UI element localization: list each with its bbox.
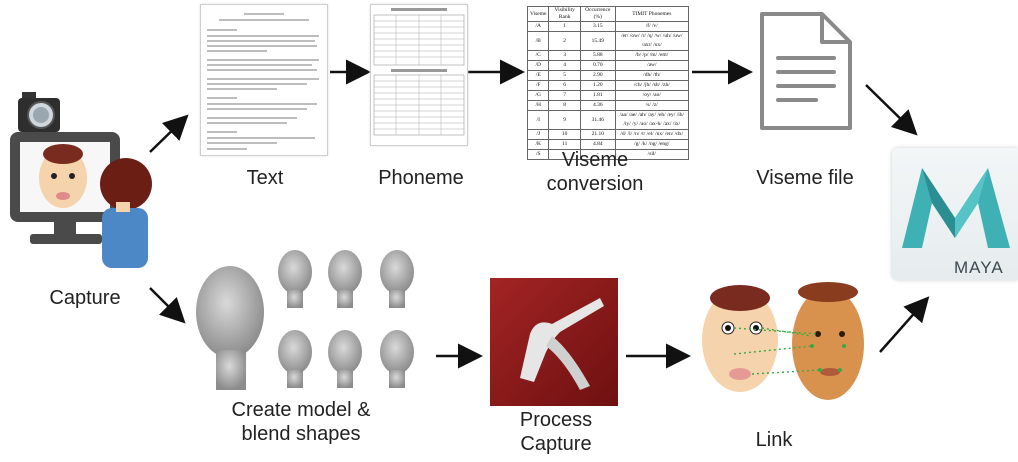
- viseme-table-cell: 3: [548, 50, 581, 61]
- file-icon: [760, 12, 852, 130]
- capture-label: Capture: [49, 287, 121, 309]
- create-model-line2: blend shapes: [241, 423, 361, 445]
- viseme-table-cell: 1.81: [579, 90, 616, 101]
- link-lines: [733, 327, 821, 375]
- viseme-table-row: /S--/sil/: [526, 149, 690, 160]
- process-capture-line1: Process: [519, 409, 593, 431]
- viseme-table-cell: 31.46: [579, 110, 616, 130]
- arrow-capture-to-model: [149, 287, 186, 324]
- viseme-table-cell: /s/ /z/: [614, 100, 690, 111]
- maya-wordmark: MAYA: [954, 258, 1004, 277]
- arrow-link-to-maya: [879, 296, 930, 353]
- link-label: Link: [755, 429, 793, 451]
- person-icon: [100, 158, 152, 268]
- process-capture-label: Process Capture: [496, 408, 616, 456]
- viseme-conversion-label: Viseme conversion: [530, 148, 660, 196]
- viseme-table-cell: /E: [526, 70, 550, 81]
- create-model-label: Create model & blend shapes: [196, 398, 406, 446]
- phoneme-table-thumbnail: [370, 4, 468, 146]
- header-visibility-rank: Visibility Rank: [548, 6, 581, 22]
- viseme-table-cell: /C: [526, 50, 550, 61]
- maya-m-icon: [902, 168, 1010, 248]
- header-occurrence: Occurrence (%): [579, 6, 616, 22]
- blend-shape-heads: [278, 250, 414, 388]
- viseme-table-cell: /oy/ /ao/: [614, 90, 690, 101]
- arrow-file-to-maya: [865, 84, 918, 136]
- cartoon-face-icon: [39, 144, 87, 208]
- viseme-table-cell: 9: [548, 110, 581, 130]
- viseme-table-cell: 2.90: [579, 70, 616, 81]
- maya-logo: [892, 148, 1018, 280]
- viseme-table-cell: /D: [526, 60, 550, 71]
- viseme-table-cell: 3.15: [579, 21, 616, 32]
- viseme-table-cell: 4.36: [579, 100, 616, 111]
- viseme-table-cell: /J: [526, 129, 550, 140]
- viseme-table-header: Viseme Visibility Rank Occurrence (%) TI…: [526, 6, 690, 22]
- large-head-model: [196, 266, 264, 390]
- viseme-table-cell: 7: [548, 90, 581, 101]
- viseme-table-cell: /b/ /p/ /m/ /em/: [614, 50, 690, 61]
- viseme-file-label: Viseme file: [756, 167, 854, 189]
- viseme-table-cell: 8: [548, 100, 581, 111]
- viseme-table-cell: 6: [548, 80, 581, 91]
- viseme-table-cell: /dh/ /th/: [614, 70, 690, 81]
- viseme-table-cell: 21.10: [579, 129, 616, 140]
- viseme-table-cell: /aa/ /ae/ /ah/ /ay/ /eh/ /ey/ /ih/ /iy/ …: [614, 110, 690, 130]
- header-viseme: Viseme: [526, 6, 550, 22]
- viseme-table-cell: 0.70: [579, 60, 616, 71]
- head-models-illustration: [196, 250, 414, 390]
- viseme-table-cell: -: [548, 149, 581, 160]
- viseme-table-cell: /G: [526, 90, 550, 101]
- phoneme-label: Phoneme: [378, 167, 464, 189]
- viseme-table-cell: /I: [526, 110, 550, 130]
- rendered-face-icon: [792, 282, 864, 400]
- viseme-table-cell: 5: [548, 70, 581, 81]
- viseme-table-cell: /S: [526, 149, 550, 160]
- viseme-table-cell: /f/ /v/: [614, 21, 690, 32]
- viseme-table-cell: /sil/: [614, 149, 690, 160]
- viseme-table-cell: 10: [548, 129, 581, 140]
- text-label: Text: [246, 167, 284, 189]
- viseme-table-cell: 2: [548, 31, 581, 51]
- viseme-conversion-line1: Viseme: [561, 149, 629, 171]
- camera-icon: [18, 92, 60, 132]
- viseme-table-cell: /ch/ /jh/ /sh/ /zh/: [614, 80, 690, 91]
- viseme-table-cell: 1: [548, 21, 581, 32]
- viseme-table-cell: /d/ /l/ /n/ /t/ /el/ /nx/ /en/ /dx/: [614, 129, 690, 140]
- cartoon-head-icon: [702, 285, 778, 392]
- process-capture-line2: Capture: [520, 433, 592, 455]
- viseme-table-cell: /aw/: [614, 60, 690, 71]
- viseme-table: Viseme Visibility Rank Occurrence (%) TI…: [526, 6, 690, 160]
- viseme-table-cell: 1.20: [579, 80, 616, 91]
- viseme-table-cell: /A: [526, 21, 550, 32]
- capture-illustration: [10, 92, 152, 268]
- create-model-line1: Create model &: [231, 399, 371, 421]
- phoneme-grid: [373, 8, 465, 136]
- text-document-thumbnail: [200, 4, 328, 156]
- faceware-process-icon: [490, 278, 618, 406]
- viseme-table-cell: 4: [548, 60, 581, 71]
- viseme-table-cell: /H: [526, 100, 550, 111]
- viseme-table-cell: /F: [526, 80, 550, 91]
- viseme-conversion-line2: conversion: [546, 173, 644, 195]
- viseme-table-cell: /B: [526, 31, 550, 51]
- viseme-table-cell: /er/ /ow/ /r/ /q/ /w/ /uh/ /uw/ /axr/ /u…: [614, 31, 690, 51]
- link-illustration: [702, 282, 864, 400]
- viseme-table-cell: 15.49: [579, 31, 616, 51]
- header-timit-phonemes: TIMIT Phonemes: [614, 6, 690, 22]
- viseme-table-cell: 5.88: [579, 50, 616, 61]
